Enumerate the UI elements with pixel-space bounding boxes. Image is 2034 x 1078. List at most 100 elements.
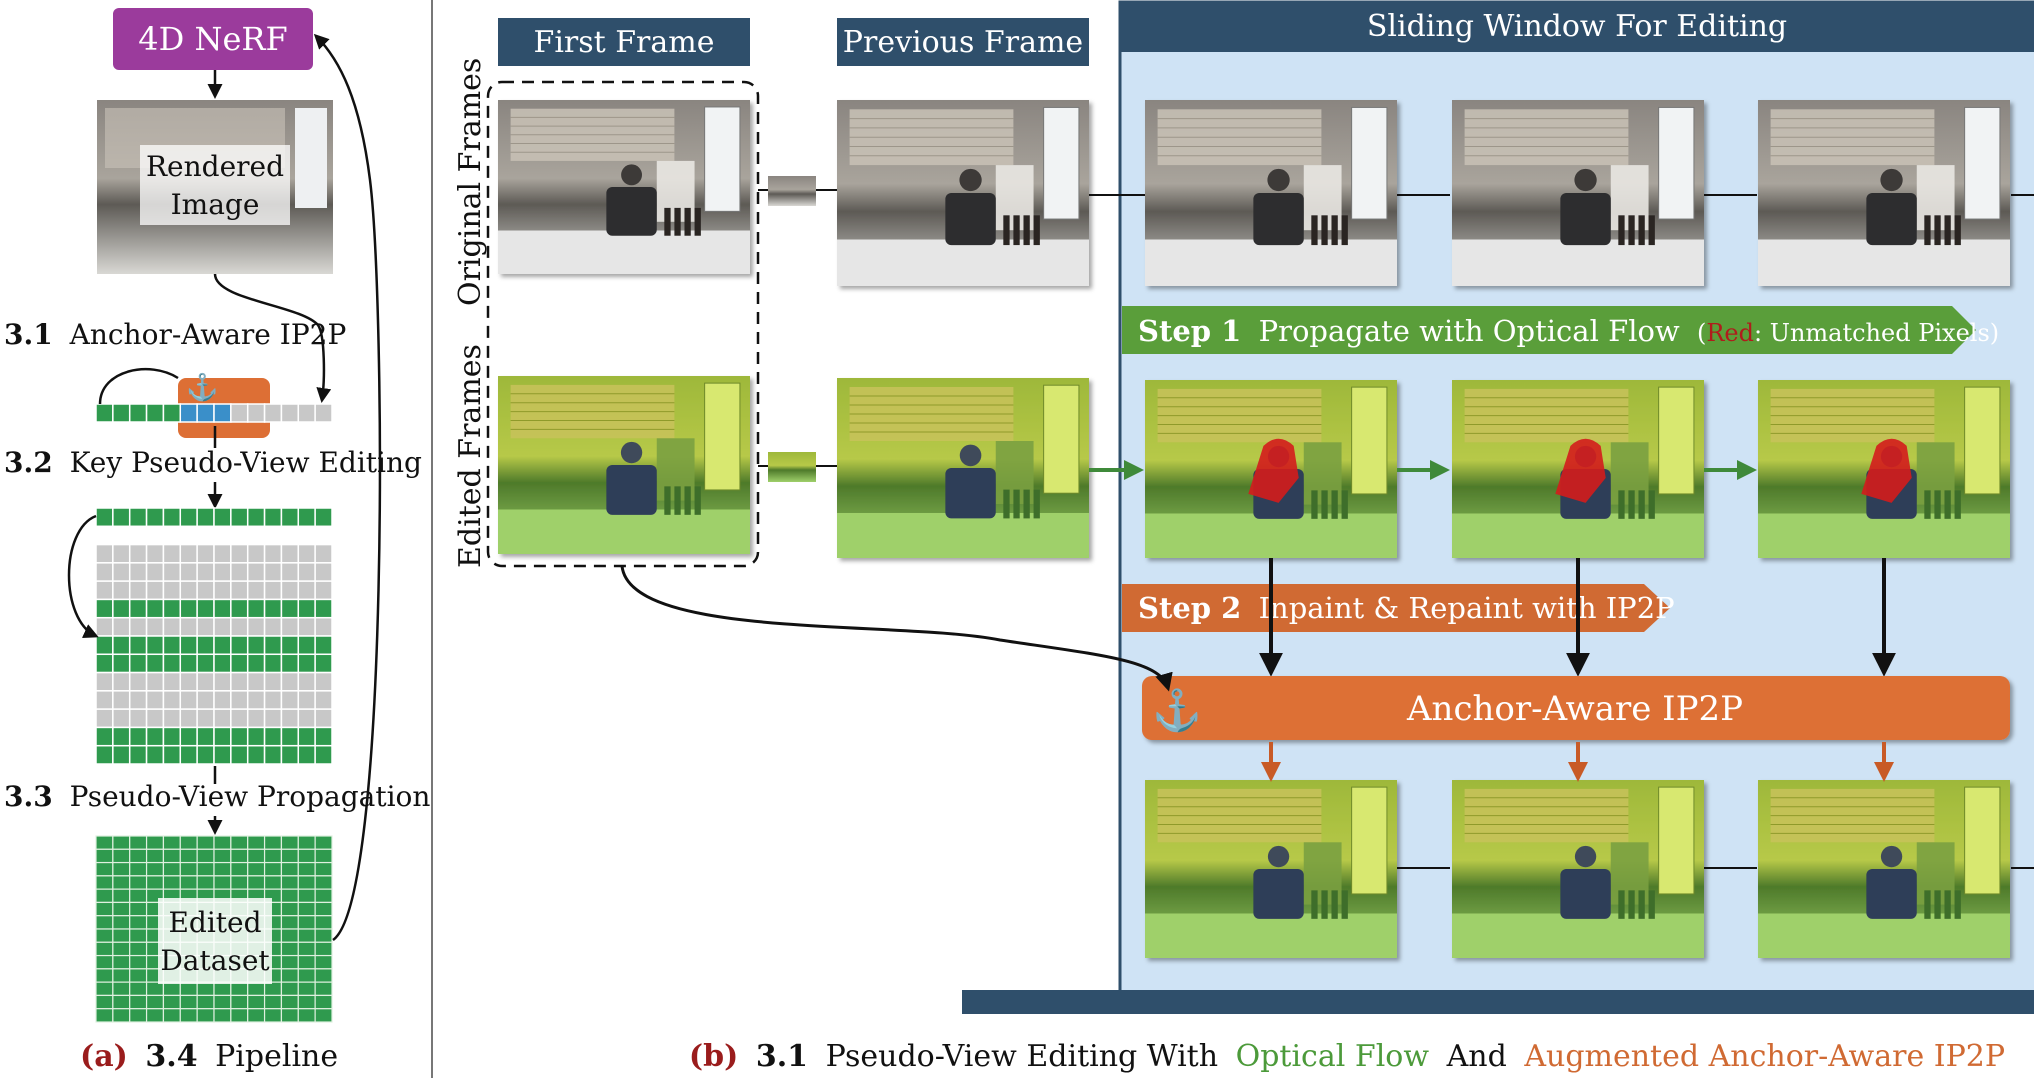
dataset-cell	[95, 968, 114, 983]
strip-cell	[314, 403, 333, 423]
dataset-cell	[129, 981, 148, 997]
first-frame-label: First Frame	[534, 25, 715, 60]
dataset-cell	[95, 994, 114, 1010]
frame-person-head	[1574, 845, 1597, 868]
grid-cell	[179, 690, 198, 710]
grid-cell	[280, 744, 300, 765]
grid-cell	[280, 598, 300, 619]
grid-cell	[162, 653, 182, 674]
frame-table	[1452, 513, 1704, 558]
grid-cell	[162, 744, 182, 765]
row-label-original: Original Frames	[453, 58, 488, 306]
step32-text: Key Pseudo-View Editing	[70, 446, 422, 479]
grid-cell	[196, 653, 215, 674]
grid-cell	[128, 635, 148, 656]
frame-bottle	[664, 486, 671, 515]
frame-person-head	[959, 168, 982, 192]
dataset-cell	[213, 981, 232, 997]
dataset-cell	[95, 928, 114, 943]
dataset-cell	[280, 968, 299, 983]
dataset-cell	[196, 994, 215, 1010]
dataset-cell	[213, 835, 232, 850]
dataset-cell	[213, 861, 232, 877]
dataset-cell	[196, 981, 215, 997]
grid-cell	[314, 726, 333, 747]
dataset-cell	[112, 981, 131, 997]
frame-bottle	[1013, 215, 1020, 246]
grid-cell	[95, 744, 114, 765]
dataset-cell	[314, 1008, 333, 1023]
grid-cell	[112, 635, 131, 656]
grid-cell	[95, 507, 114, 528]
grid-cell	[179, 598, 198, 619]
grid-cell	[162, 598, 182, 619]
grid-cell	[246, 744, 266, 765]
dataset-cell	[247, 994, 266, 1010]
step31-text: Anchor-Aware IP2P	[69, 318, 347, 351]
grid-cell	[280, 653, 300, 674]
grid-cell	[263, 580, 283, 601]
dataset-cell	[297, 968, 316, 983]
dataset-cell	[162, 981, 181, 997]
first-frame-edited	[498, 376, 750, 554]
grid-cell	[162, 507, 182, 528]
frame-bottle	[1341, 215, 1348, 246]
dataset-cell	[112, 994, 131, 1010]
grid-cell	[112, 580, 131, 601]
grid-cell	[162, 543, 182, 564]
frame-bottle	[1311, 890, 1318, 919]
grid-cell	[95, 598, 114, 619]
frame-bottle	[1648, 490, 1655, 519]
grid-cell	[112, 690, 131, 710]
grid-cell	[297, 616, 316, 637]
frame-person-head	[959, 444, 982, 467]
grid-cell	[297, 562, 316, 582]
grid-cell	[297, 635, 316, 656]
frame-window	[1658, 786, 1695, 895]
frame-bottle	[1321, 890, 1328, 919]
dataset-cell	[280, 941, 299, 957]
grid-cell	[95, 543, 114, 564]
dataset-cell	[314, 968, 333, 983]
frame-bottle	[1023, 489, 1030, 519]
dataset-cell	[179, 994, 198, 1010]
sliding-window-title: Sliding Window For Editing	[1367, 9, 1787, 44]
grid-cell	[297, 580, 316, 601]
frame-bottle	[1311, 490, 1318, 519]
grid-cell	[95, 708, 114, 729]
grid-cell	[246, 562, 266, 582]
dataset-label-bg	[158, 898, 272, 984]
window-final-frame	[1452, 780, 1704, 958]
frame-bottle	[1934, 490, 1941, 519]
grid-cell	[263, 543, 283, 564]
grid-cell	[213, 653, 232, 674]
strip-cell	[128, 403, 148, 423]
caption-b: (b) 3.1 Pseudo-View Editing With Optical…	[689, 1039, 2005, 1074]
dataset-cell	[95, 888, 114, 904]
grid-cell	[128, 507, 148, 528]
warp-thumb-original	[768, 176, 816, 206]
grid-cell	[179, 562, 198, 582]
grid-cell	[263, 671, 283, 692]
frame-bottle	[1924, 890, 1931, 919]
grid-cell	[179, 580, 198, 601]
frame-thumbnails	[498, 100, 2010, 958]
frame-bottle	[1618, 490, 1625, 519]
frame-unmatched-mask	[1248, 438, 1299, 503]
dataset-cell	[162, 835, 181, 850]
dataset-cell	[263, 981, 283, 997]
grid-cell	[128, 744, 148, 765]
frame-window	[1964, 386, 2001, 495]
grid-cell	[314, 690, 333, 710]
dataset-cell	[129, 1008, 148, 1023]
grid-cell	[230, 671, 249, 692]
grid-cell	[280, 616, 300, 637]
dataset-cell	[145, 994, 165, 1010]
grid-cell	[297, 690, 316, 710]
frame-table	[1145, 913, 1397, 958]
grid-cell	[280, 635, 300, 656]
grid-cell	[246, 690, 266, 710]
dataset-cell	[112, 848, 131, 864]
frame-bottle	[1628, 215, 1635, 246]
step2-label: Step 2 Inpaint & Repaint with IP2P	[1138, 591, 1675, 625]
